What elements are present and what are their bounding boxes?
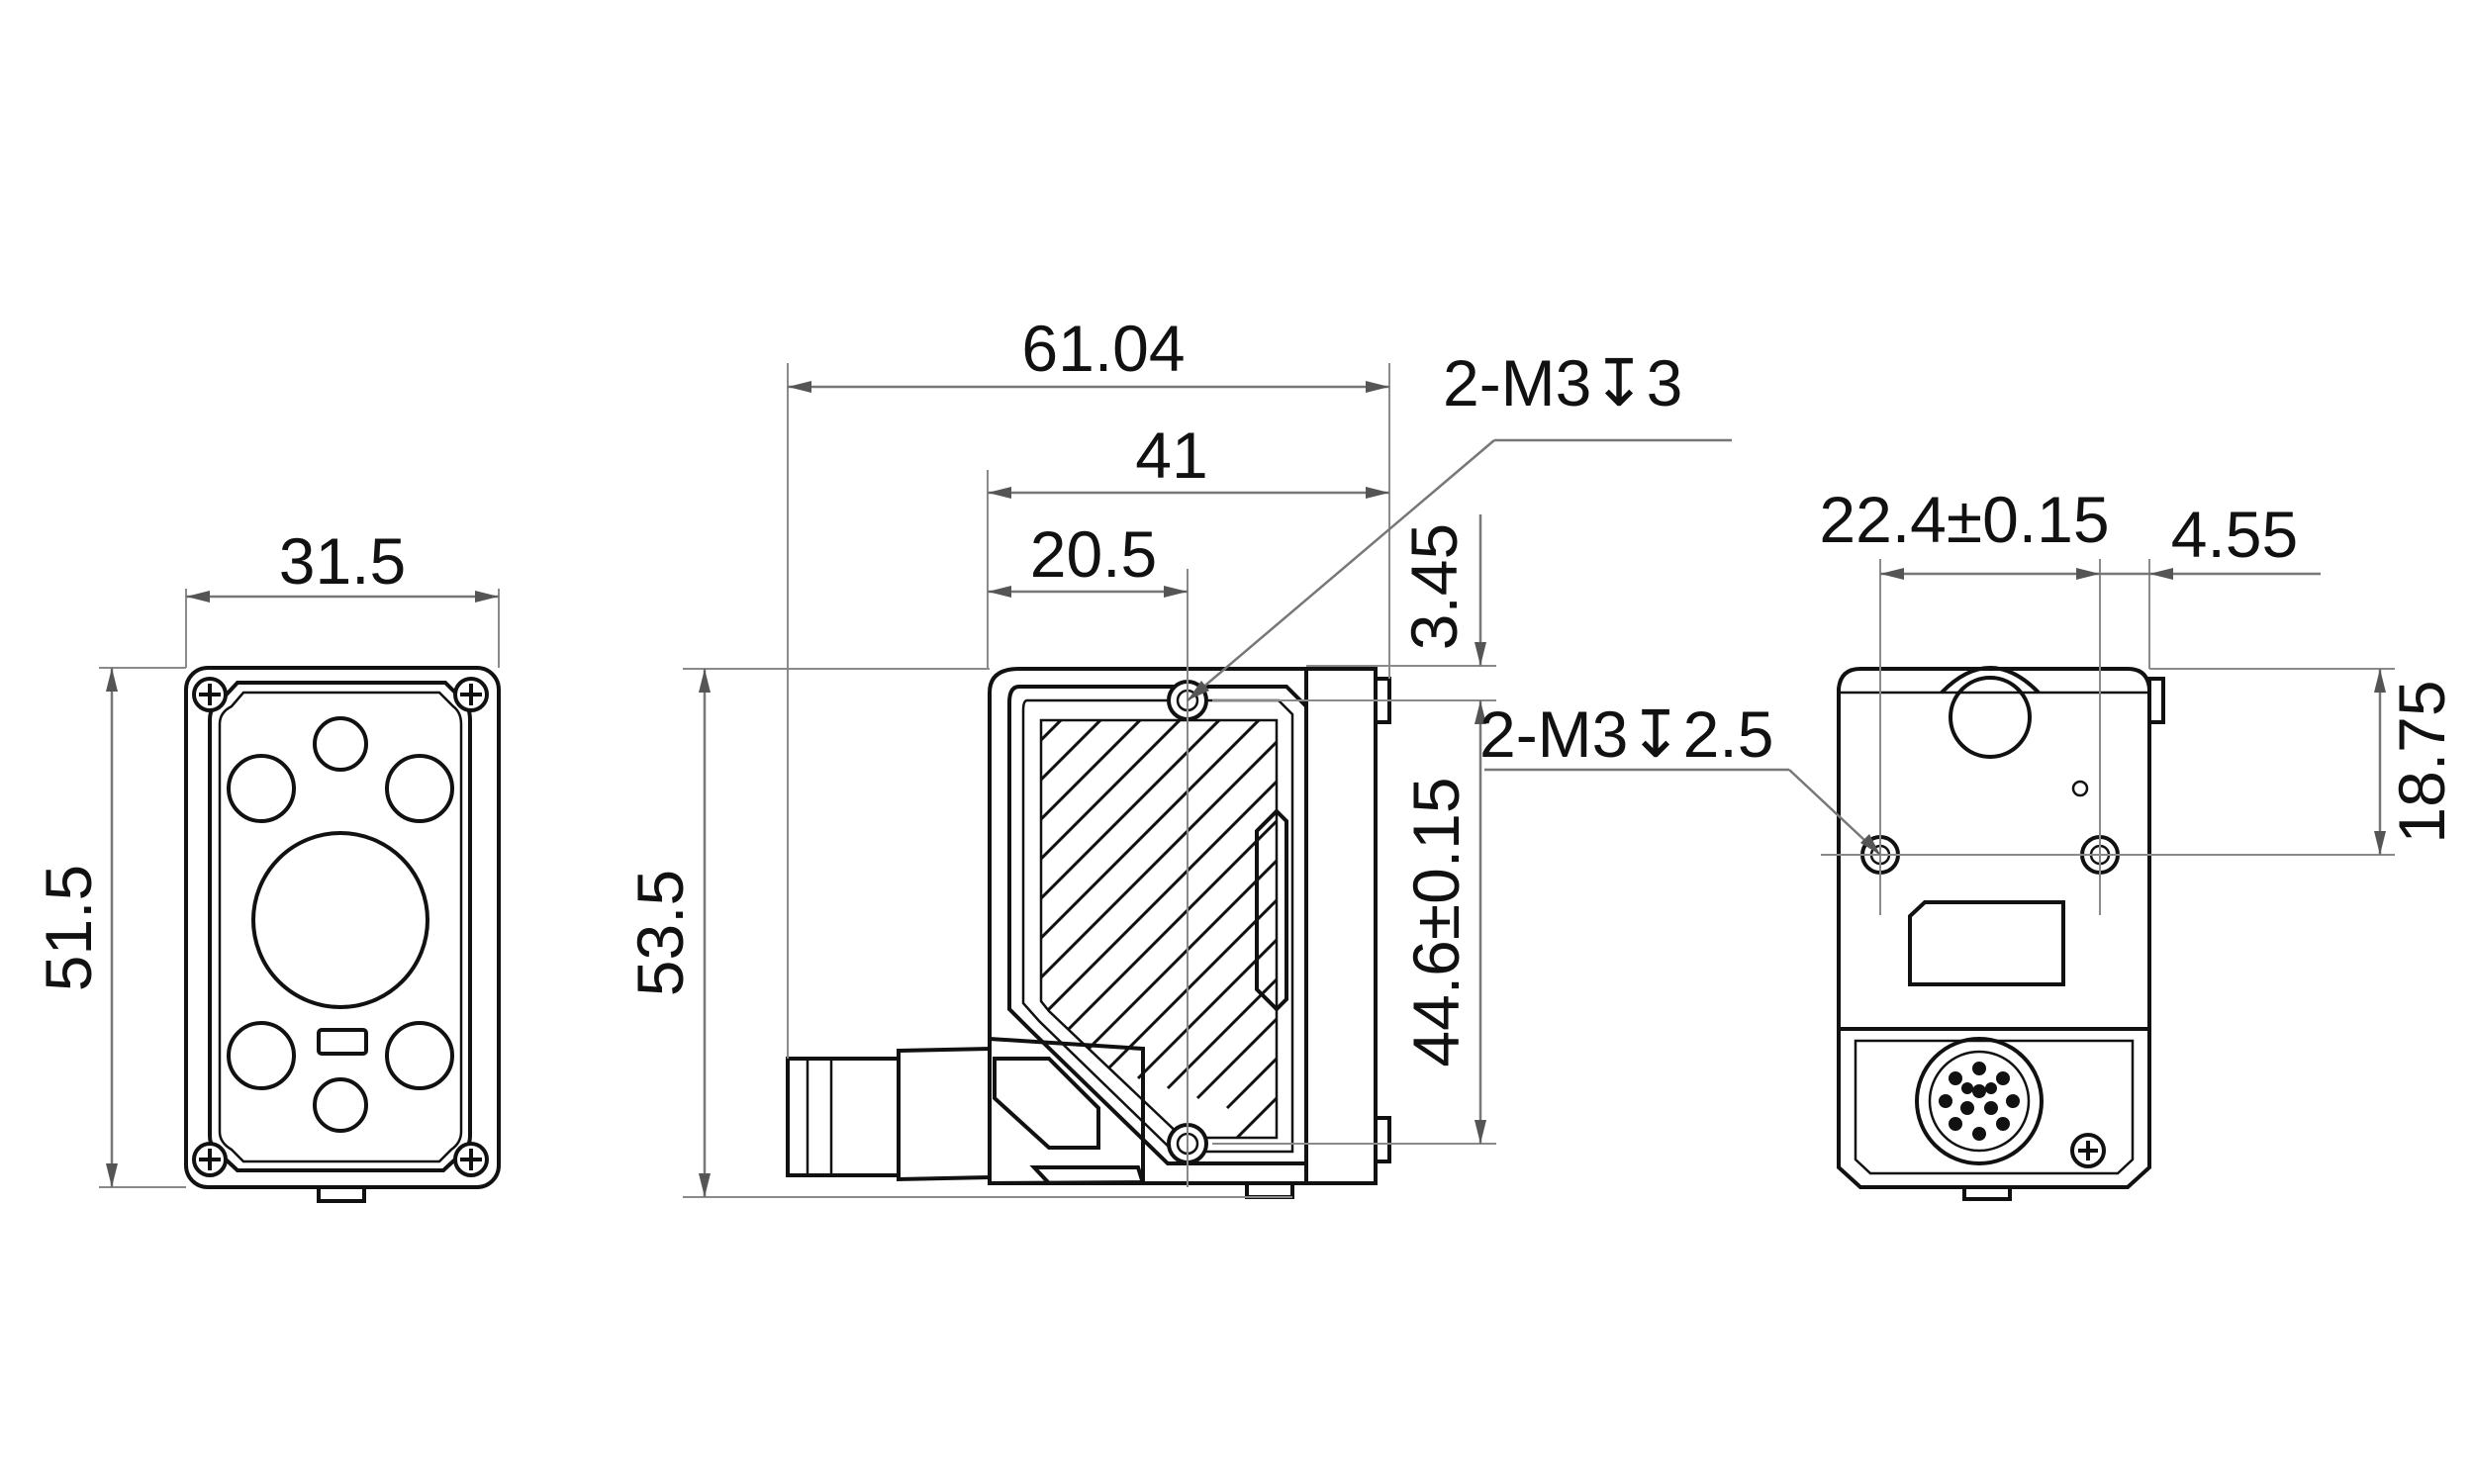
front-inner-bezel <box>208 681 472 1172</box>
screw-icon <box>192 1142 228 1177</box>
bottom-tab <box>317 1185 366 1203</box>
top-window <box>1949 676 2032 759</box>
side-hole-offset-label: 20.5 <box>1030 517 1157 591</box>
side-thread-callout: 2-M3↧3 <box>1443 346 1682 419</box>
back-lower-body <box>1837 1027 2151 1189</box>
led-window <box>385 1021 454 1090</box>
led-window <box>313 716 368 772</box>
indicator-window <box>317 1028 368 1056</box>
label-frame <box>1007 685 1308 1165</box>
indicator-dot <box>2071 780 2089 797</box>
side-body <box>988 667 1378 1185</box>
front-outer-body <box>184 666 501 1189</box>
label-frame-inner <box>1021 698 1294 1154</box>
side-flange <box>1304 667 1378 1185</box>
front-view: 31.5 51.5 <box>32 524 501 1203</box>
connector-icon <box>1915 1037 2044 1165</box>
back-hole-height-label: 18.75 <box>2385 680 2458 843</box>
led-window <box>385 754 454 823</box>
side-body-length-label: 41 <box>1135 418 1207 492</box>
connector-icon <box>786 1036 1146 1186</box>
back-view: 22.4±0.15 4.55 18.75 2-M3↧2.5 <box>1479 483 2458 1201</box>
front-height-label: 51.5 <box>32 865 105 991</box>
front-inner-bezel-2 <box>218 691 463 1163</box>
side-bottom-tab <box>1245 1181 1294 1199</box>
back-label-window <box>1908 900 2065 986</box>
back-edge-offset-label: 4.55 <box>2171 498 2298 571</box>
screw-icon <box>453 677 489 712</box>
led-window <box>313 1077 368 1133</box>
side-top-hole-offset-label: 3.45 <box>1397 523 1471 650</box>
front-width-label: 31.5 <box>279 524 406 598</box>
ground-screw-icon <box>2070 1133 2106 1168</box>
back-hole-spacing-label: 22.4±0.15 <box>1819 483 2109 556</box>
screw-icon <box>192 677 228 712</box>
side-hole-spacing-label: 44.6±0.15 <box>1399 777 1473 1067</box>
lens <box>251 831 429 1009</box>
led-window <box>227 754 296 823</box>
led-window <box>227 1021 296 1090</box>
side-overall-length-label: 61.04 <box>1021 312 1185 385</box>
side-overall-height-label: 53.5 <box>623 870 697 996</box>
side-view: 61.04 41 20.5 3.45 53.5 44.6±0.15 <box>623 312 1732 1199</box>
back-side-lip <box>2147 677 2165 724</box>
back-thread-callout: 2-M3↧2.5 <box>1479 697 1773 771</box>
back-bottom-tab <box>1962 1185 2012 1201</box>
screw-icon <box>453 1142 489 1177</box>
side-flange-lip <box>1374 1116 1391 1163</box>
